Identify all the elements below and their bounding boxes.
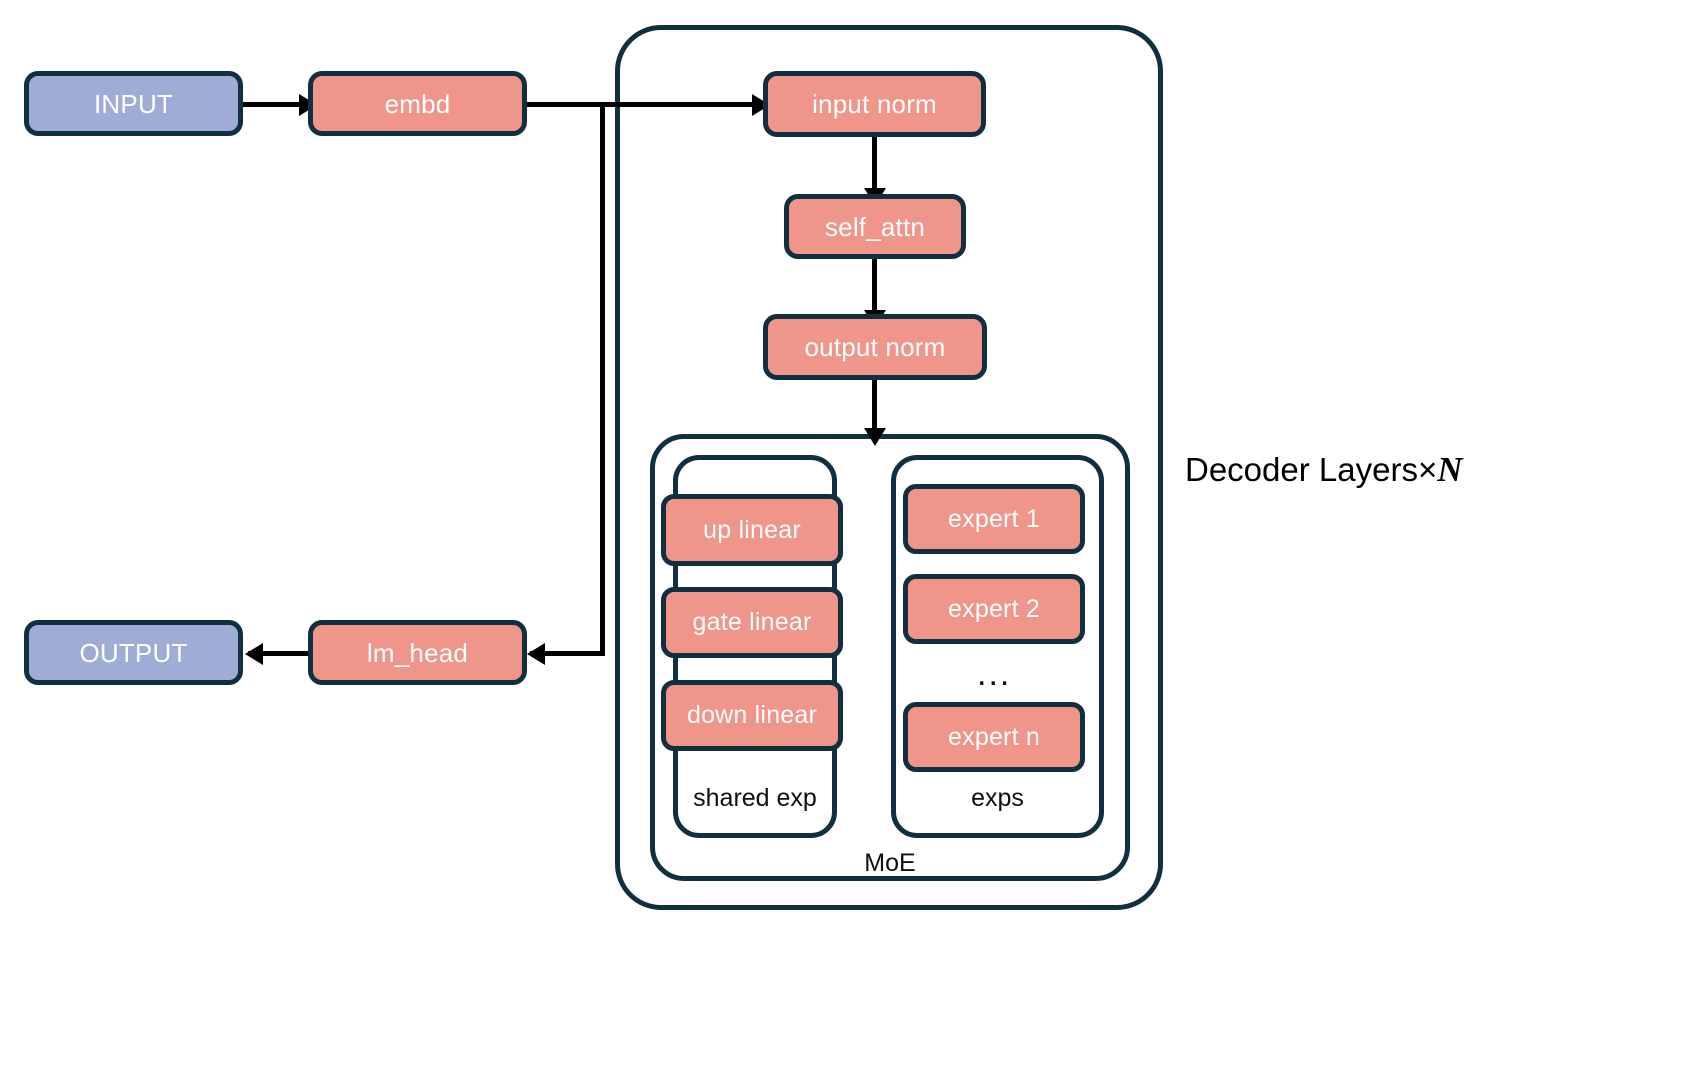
edge-decoder-left-rail xyxy=(600,102,605,656)
node-expert-2-label: expert 2 xyxy=(948,594,1040,623)
decoder-layers-count: N xyxy=(1437,450,1463,489)
arrowhead-output-norm-to-moe xyxy=(864,428,886,446)
node-input-label: INPUT xyxy=(94,88,173,119)
node-up-linear[interactable]: up linear xyxy=(661,494,843,566)
caption-exps: exps xyxy=(971,784,1024,812)
node-self-attn[interactable]: self_attn xyxy=(784,194,966,259)
node-self-attn-label: self_attn xyxy=(824,211,926,242)
experts-ellipsis: ... xyxy=(977,655,1012,693)
node-input[interactable]: INPUT xyxy=(24,71,243,136)
edge-input-norm-to-self-attn xyxy=(872,136,877,196)
node-input-norm[interactable]: input norm xyxy=(763,71,986,137)
edge-input-to-embd xyxy=(243,102,305,107)
arrowhead-decoder-to-lm-head xyxy=(527,643,545,665)
node-lm-head-label: lm_head xyxy=(366,637,469,668)
edge-decoder-to-lm-head xyxy=(530,651,605,656)
caption-moe: MoE xyxy=(864,849,916,877)
arrowhead-lm-head-to-output xyxy=(245,643,263,665)
decoder-layers-label: Decoder Layers×N xyxy=(1185,452,1463,487)
edge-output-norm-to-moe xyxy=(872,378,877,436)
node-up-linear-label: up linear xyxy=(703,515,801,544)
edge-embd-to-input-norm xyxy=(527,102,764,107)
edge-lm-head-to-output xyxy=(248,651,310,656)
decoder-layers-prefix: Decoder Layers× xyxy=(1185,451,1438,488)
node-down-linear-label: down linear xyxy=(686,701,818,729)
node-lm-head[interactable]: lm_head xyxy=(308,620,527,685)
node-down-linear[interactable]: down linear xyxy=(661,680,843,751)
node-expert-n[interactable]: expert n xyxy=(903,702,1085,772)
node-gate-linear-label: gate linear xyxy=(692,608,812,636)
node-expert-1[interactable]: expert 1 xyxy=(903,484,1085,554)
node-input-norm-label: input norm xyxy=(812,89,937,119)
node-expert-1-label: expert 1 xyxy=(948,504,1040,533)
caption-shared-exp: shared exp xyxy=(693,784,817,812)
node-output-label: OUTPUT xyxy=(79,637,188,668)
node-expert-n-label: expert n xyxy=(948,722,1040,751)
edge-self-attn-to-output-norm xyxy=(872,258,877,318)
node-output-norm-label: output norm xyxy=(804,332,946,362)
node-embd[interactable]: embd xyxy=(308,71,527,136)
node-expert-2[interactable]: expert 2 xyxy=(903,574,1085,644)
node-embd-label: embd xyxy=(384,88,451,119)
node-gate-linear[interactable]: gate linear xyxy=(661,587,843,658)
node-output-norm[interactable]: output norm xyxy=(763,314,987,380)
node-output[interactable]: OUTPUT xyxy=(24,620,243,685)
